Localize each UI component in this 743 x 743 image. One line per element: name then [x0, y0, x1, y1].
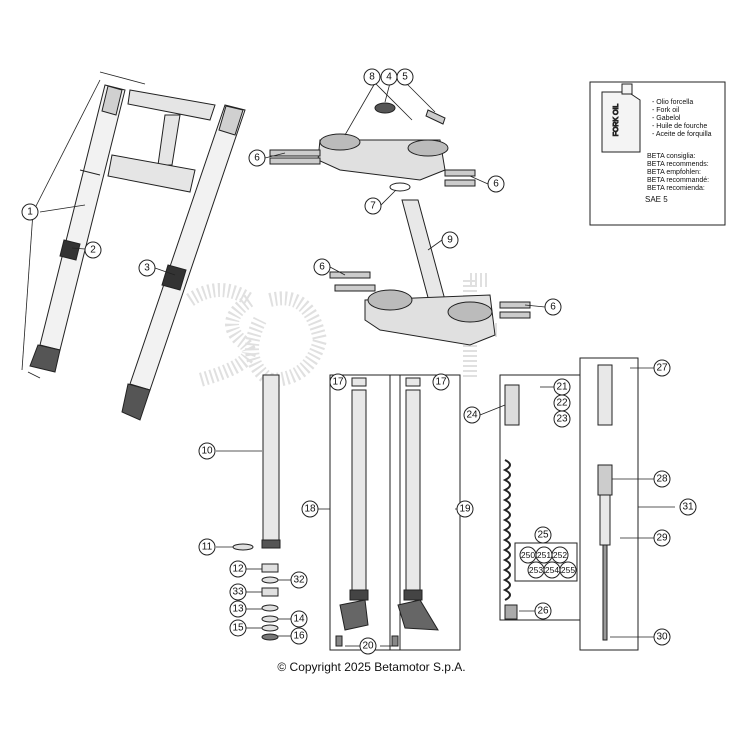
callout-circles [21, 68, 697, 655]
fork-leg-3 [121, 104, 246, 421]
oil-can-label: FORK OIL [613, 104, 620, 137]
recommend-line-4: BETA recommandé: [647, 177, 709, 184]
oil-line-3: - Gabelol [652, 115, 681, 122]
fork-oil-info-box: FORK OIL - Olio forcella - Fork oil - Ga… [589, 81, 726, 226]
callout-13: 13 [232, 604, 244, 615]
oil-line-2: - Fork oil [652, 107, 680, 114]
callout-6d: 6 [550, 302, 556, 313]
leader-lines [39, 82, 675, 647]
seal-stack [232, 543, 279, 641]
callout-12: 12 [232, 564, 244, 575]
recommend-line-5: BETA recomienda: [647, 185, 705, 192]
callout-30: 30 [656, 632, 668, 643]
callout-17b: 17 [435, 377, 447, 388]
spring-25 [499, 374, 581, 621]
callout-33: 33 [232, 587, 244, 598]
callout-16: 16 [293, 631, 305, 642]
callout-26: 26 [537, 606, 549, 617]
upper-triple-clamp [317, 102, 449, 181]
callout-4: 4 [386, 72, 392, 83]
callout-252: 252 [553, 550, 567, 560]
callout-27: 27 [656, 363, 668, 374]
callout-20: 20 [362, 641, 374, 652]
cartridge-18 [329, 374, 401, 651]
callout-6c: 6 [319, 262, 325, 273]
callout-28: 28 [656, 474, 668, 485]
outer-tube-10 [261, 374, 281, 549]
callout-23: 23 [556, 414, 568, 425]
callout-255: 255 [561, 565, 575, 575]
callout-18: 18 [304, 504, 316, 515]
callout-31: 31 [682, 502, 694, 513]
sub-part-circles [514, 542, 578, 582]
callout-14: 14 [293, 614, 305, 625]
callout-17a: 17 [332, 377, 344, 388]
callout-5: 5 [402, 72, 408, 83]
callout-7: 7 [370, 201, 376, 212]
callout-6b: 6 [493, 179, 499, 190]
triple-clamp-upper-small [107, 89, 216, 193]
bolts [269, 149, 531, 319]
callout-9: 9 [447, 235, 453, 246]
oil-line-5: - Aceite de forquilla [652, 131, 712, 138]
callout-19: 19 [459, 504, 471, 515]
callout-250: 250 [521, 550, 535, 560]
watermark [186, 273, 500, 388]
callout-10: 10 [201, 446, 213, 457]
callout-24: 24 [466, 410, 478, 421]
steering-stem [401, 199, 446, 306]
callout-8: 8 [369, 72, 375, 83]
copyright-notice: © Copyright 2025 Betamotor S.p.A. [277, 660, 466, 674]
callout-22: 22 [556, 398, 568, 409]
recommend-line-2: BETA recommends: [647, 161, 709, 168]
callout-3: 3 [144, 263, 150, 274]
callout-1: 1 [27, 207, 33, 218]
callout-11: 11 [202, 542, 213, 553]
recommend-line-3: BETA empfohlen: [647, 169, 701, 176]
oil-line-4: - Huile de fourche [652, 123, 707, 130]
oil-grade: SAE 5 [645, 195, 668, 204]
callout-6a: 6 [254, 153, 260, 164]
callout-32: 32 [293, 575, 305, 586]
callout-254: 254 [545, 565, 559, 575]
callout-251: 251 [537, 550, 551, 560]
recommend-line-1: BETA consiglia: [647, 153, 696, 160]
oil-can-icon: FORK OIL [601, 83, 641, 153]
lower-triple-clamp [364, 289, 496, 346]
damper-rod-31 [579, 357, 639, 651]
callout-2: 2 [90, 245, 96, 256]
callout-21: 21 [556, 382, 568, 393]
oil-line-1: - Olio forcella [652, 99, 693, 106]
callout-253: 253 [529, 565, 543, 575]
callout-15: 15 [232, 623, 244, 634]
fork-leg-1 [29, 84, 126, 373]
callout-29: 29 [656, 533, 668, 544]
callout-25: 25 [537, 530, 549, 541]
